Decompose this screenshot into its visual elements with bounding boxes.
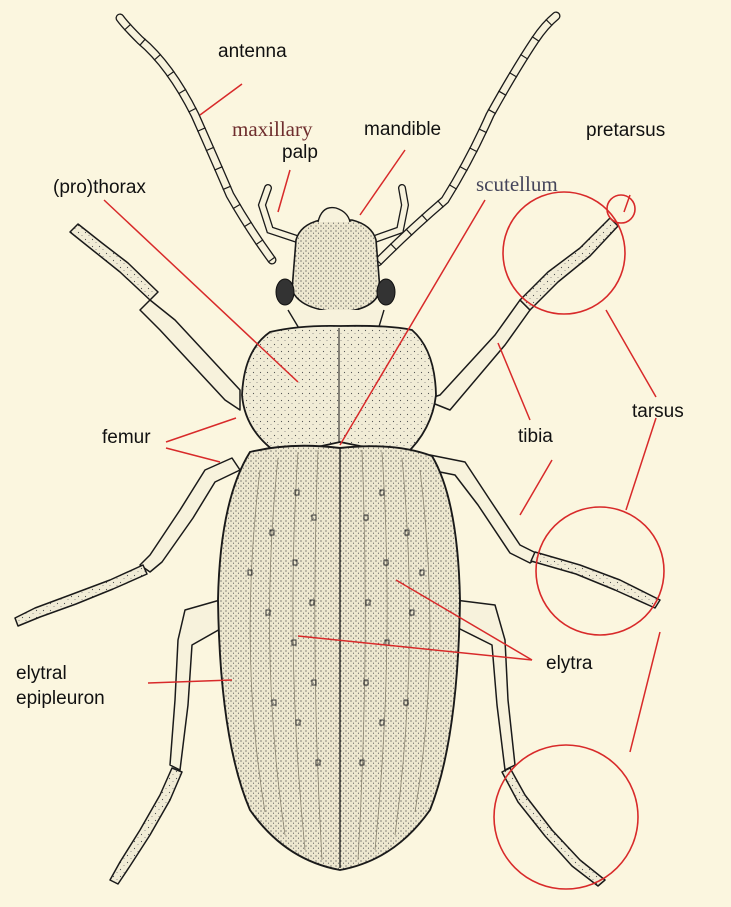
- label-epipleuron: epipleuron: [16, 689, 105, 710]
- leader-antenna: [200, 84, 242, 115]
- label-tarsus: tarsus: [632, 402, 684, 423]
- label-prothorax: (pro)thorax: [53, 178, 146, 199]
- label-mandible: mandible: [364, 120, 441, 141]
- leader-palp: [278, 170, 290, 212]
- tarsus-circle-hind: [494, 745, 638, 889]
- leader-tarsus-lower: [626, 418, 656, 510]
- leader-tarsus-upper: [606, 310, 656, 397]
- leader-femur-lower: [166, 448, 220, 462]
- label-tibia: tibia: [518, 427, 553, 448]
- leader-tarsus-link: [630, 632, 660, 752]
- label-scutellum: scutellum: [476, 173, 558, 196]
- label-elytral: elytral: [16, 664, 67, 685]
- label-maxillary: maxillary: [232, 118, 312, 141]
- tarsus-circle-middle: [536, 507, 664, 635]
- leader-mandible: [360, 150, 405, 215]
- label-elytra: elytra: [546, 654, 592, 675]
- head: [276, 208, 395, 330]
- label-femur: femur: [102, 428, 151, 449]
- label-palp: palp: [282, 143, 318, 164]
- leader-tibia-upper: [498, 343, 530, 420]
- label-pretarsus: pretarsus: [586, 121, 665, 142]
- pretarsus-circle: [607, 195, 635, 223]
- label-antenna: antenna: [218, 42, 287, 63]
- elytra-shape: [218, 446, 460, 870]
- leader-tibia-lower: [520, 460, 552, 515]
- leader-femur-upper: [166, 418, 236, 442]
